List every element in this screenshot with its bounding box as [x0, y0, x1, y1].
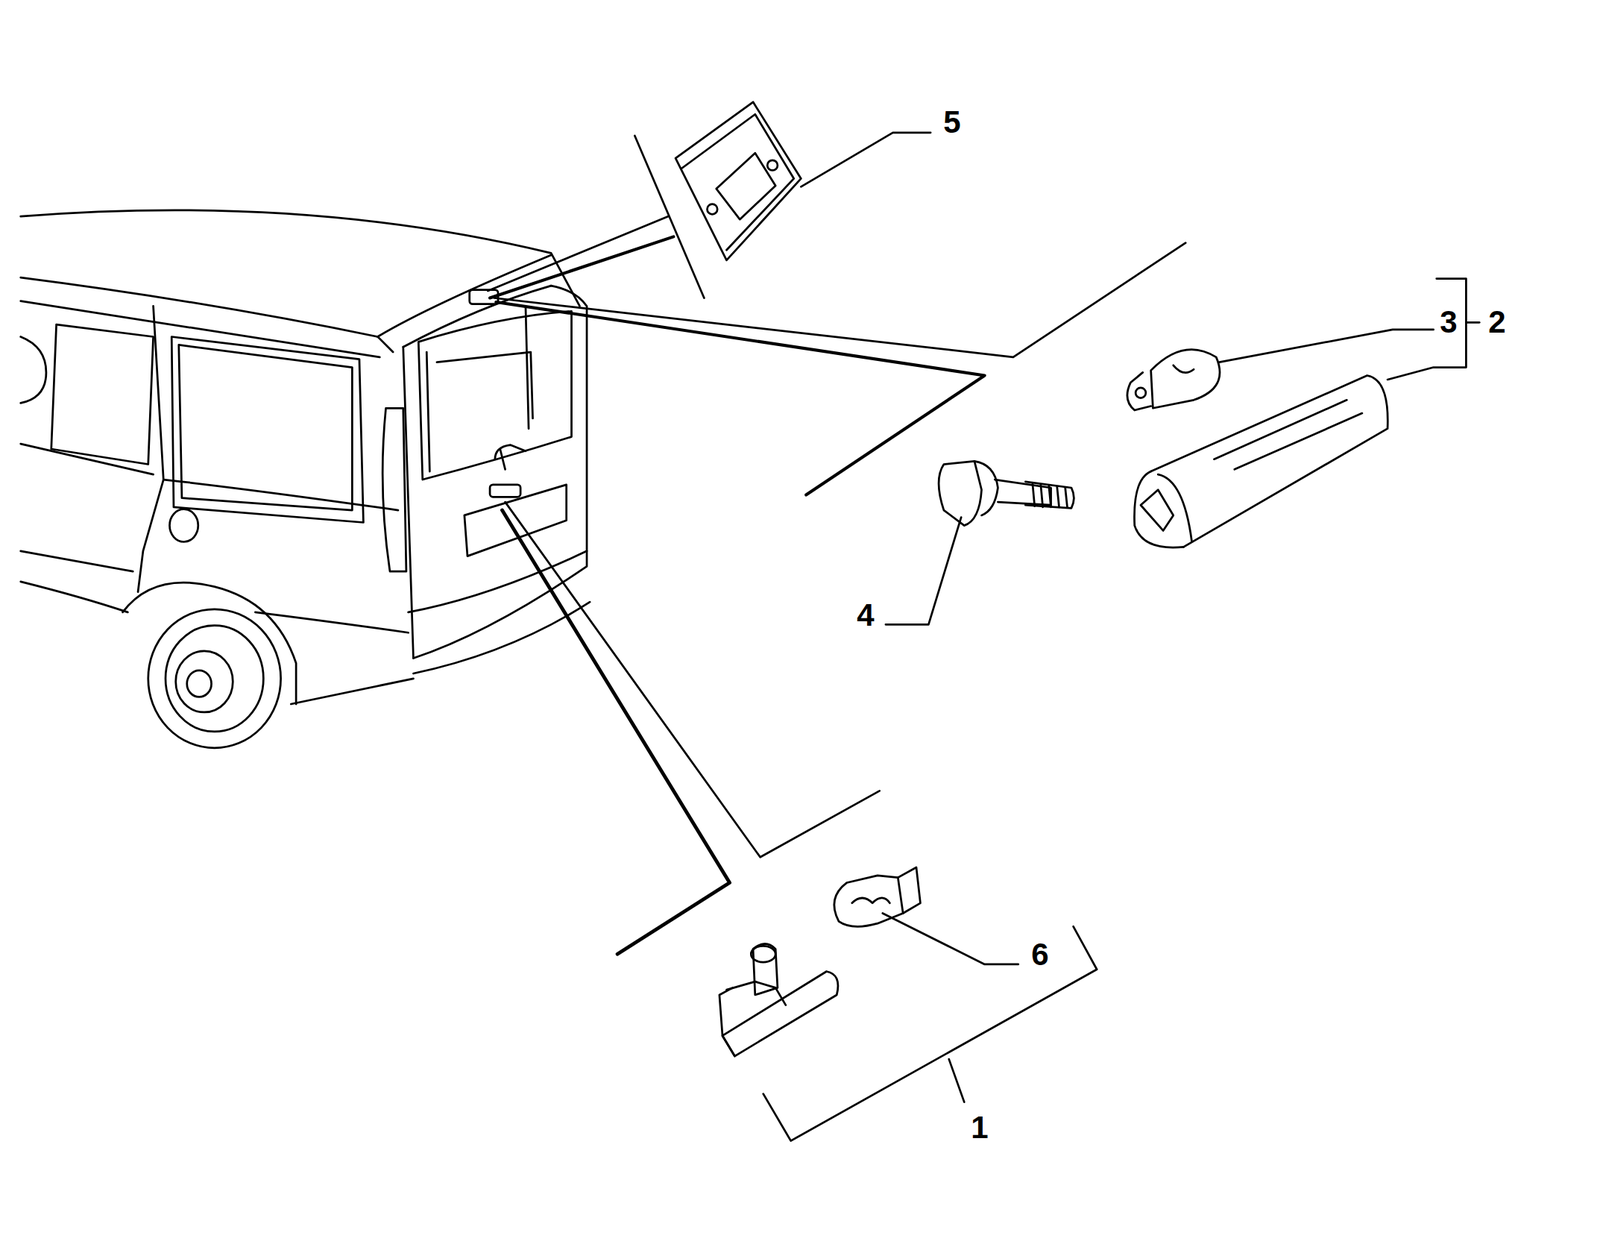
callout-number: 2 [1486, 306, 1507, 338]
plate-lamp [719, 943, 839, 1056]
callout-number: 4 [855, 599, 876, 631]
lamp-housing [1134, 375, 1388, 548]
van-outline [20, 210, 590, 748]
wedge-bulb [834, 867, 921, 927]
callout-number: 1 [969, 1111, 990, 1143]
callout-number: 3 [1438, 306, 1459, 338]
detail-leaders [487, 135, 1186, 954]
callout-number: 6 [1029, 938, 1050, 970]
callout-number: 5 [941, 106, 962, 138]
mounting-bracket [675, 102, 801, 261]
bulb [1127, 349, 1220, 411]
callout-leaders [763, 132, 1480, 1141]
screw-fastener [938, 460, 1074, 525]
